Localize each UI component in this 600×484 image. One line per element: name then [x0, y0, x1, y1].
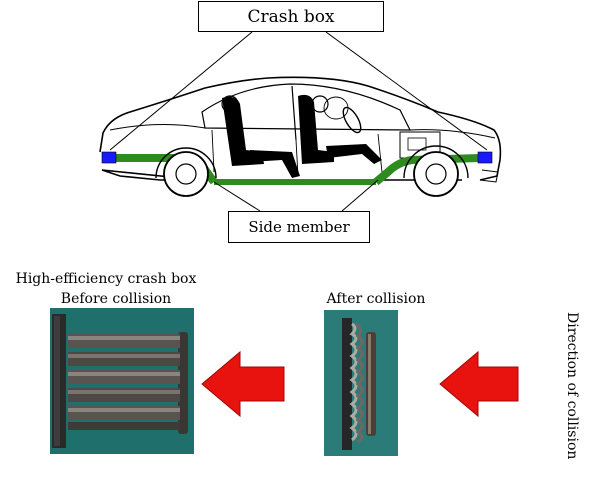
- side-member-front: [373, 154, 481, 186]
- rear-passenger-head: [221, 95, 239, 113]
- crash-box-after-photo: [324, 310, 398, 456]
- side-member-leader-right: [341, 179, 379, 212]
- rear-seat: [222, 96, 264, 166]
- crash-box-before-photo: [50, 308, 194, 454]
- b-pillar: [291, 85, 297, 141]
- rear-crash-box: [101, 151, 117, 164]
- trunk-line: [109, 123, 206, 131]
- airbag: [323, 96, 349, 120]
- after-caption: After collision: [326, 291, 426, 307]
- front-seat: [298, 94, 334, 164]
- side-member-label: Side member: [228, 211, 370, 243]
- steering-wheel: [342, 106, 362, 134]
- before-caption-title: High-efficiency crash box: [15, 271, 197, 287]
- crash-box-leader-left: [109, 31, 253, 151]
- direction-caption: Direction of collision: [564, 312, 580, 460]
- arrow-right: [439, 350, 519, 418]
- car-diagram: [99, 31, 502, 212]
- front-wheel: [403, 145, 469, 197]
- crash-box-label: Crash box: [198, 1, 384, 32]
- front-bumper: [479, 169, 499, 183]
- side-member-leader-left: [213, 181, 261, 212]
- front-crash-box: [477, 151, 493, 164]
- driver-legs: [326, 144, 382, 164]
- engine-detail: [407, 137, 427, 151]
- arrow-left: [201, 350, 285, 418]
- crash-box-leader-right: [325, 31, 488, 151]
- before-caption-subtitle: Before collision: [60, 291, 172, 307]
- driver-head: [311, 95, 329, 113]
- rear-passenger-legs: [250, 150, 300, 178]
- hood-line: [409, 129, 496, 139]
- rear-wheel: [155, 147, 217, 197]
